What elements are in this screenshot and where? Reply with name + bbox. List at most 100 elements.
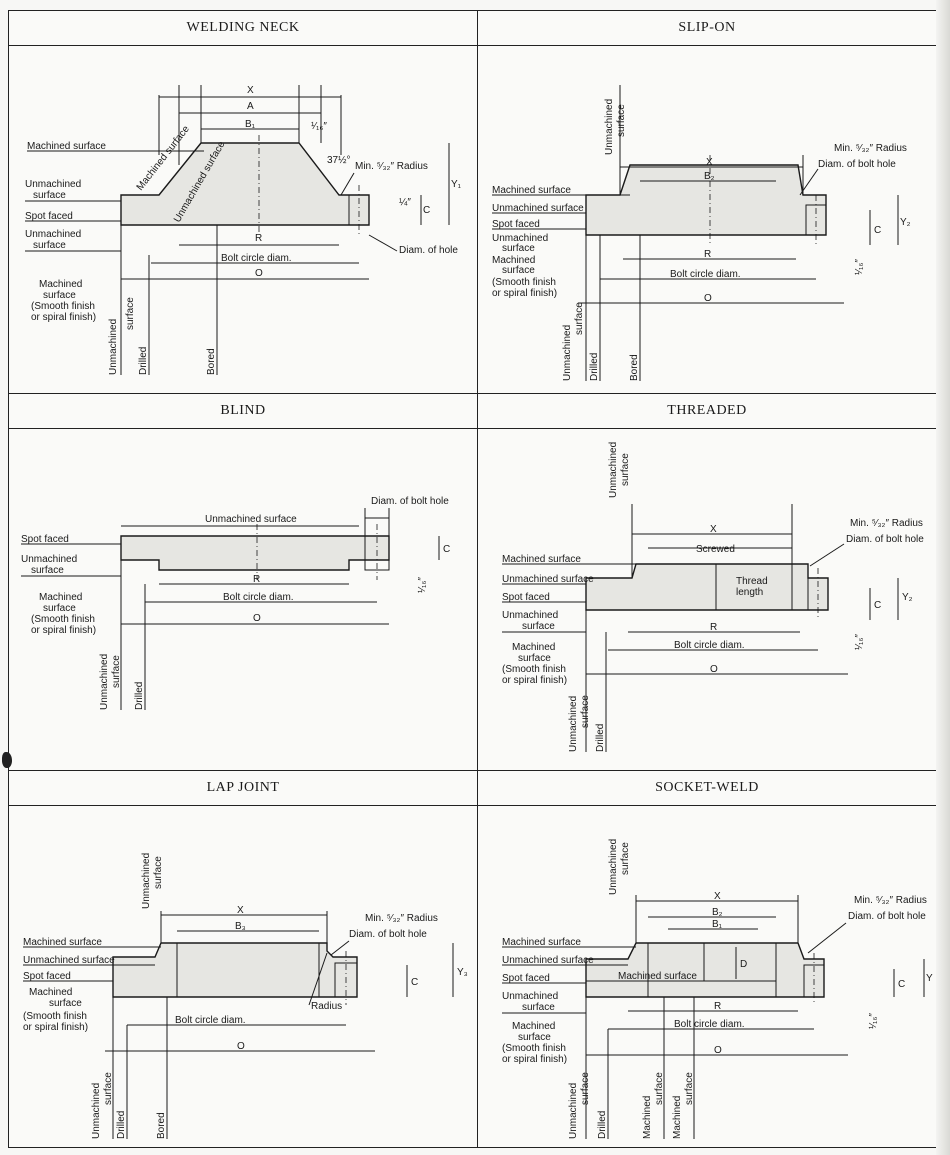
- label-spot-faced: Spot faced: [21, 534, 69, 545]
- label-min-radius: Min. ⁵⁄₃₂″ Radius: [365, 913, 438, 924]
- label-machined-surface-inner: Machined surface: [618, 971, 697, 982]
- label-surface-2: surface: [49, 998, 82, 1009]
- dim-o: O: [714, 1045, 722, 1056]
- dim-d: D: [740, 959, 747, 970]
- label-unmachined-v: Unmachined: [108, 319, 119, 375]
- label-spiral-finish: or spiral finish): [31, 625, 96, 636]
- label-diam-bolt-hole: Diam. of bolt hole: [349, 929, 427, 940]
- label-spiral-finish: or spiral finish): [31, 312, 96, 323]
- label-diam-hole: Diam. of hole: [399, 245, 458, 256]
- label-surface: surface: [31, 565, 64, 576]
- dim-bolt-circle: Bolt circle diam.: [221, 253, 292, 264]
- dim-y3: Y₃: [457, 967, 468, 978]
- dim-x: X: [237, 905, 244, 916]
- label-drilled: Drilled: [116, 1111, 127, 1139]
- label-surface: surface: [522, 1002, 555, 1013]
- label-unmachined-2: Unmachined: [25, 229, 81, 240]
- label-machined-surface: Machined surface: [502, 937, 581, 948]
- label-machined: Machined: [39, 592, 82, 603]
- label-surface-top: surface: [153, 856, 164, 889]
- label-spot-faced: Spot faced: [25, 211, 73, 222]
- label-diam-bolt-hole: Diam. of bolt hole: [371, 496, 449, 507]
- label-spot-faced: Spot faced: [23, 971, 71, 982]
- dim-y2: Y₂: [902, 592, 913, 603]
- label-spot-faced: Spot faced: [502, 973, 550, 984]
- label-unmachined-surface: Unmachined surface: [492, 203, 584, 214]
- label-unmachined: Unmachined: [502, 991, 558, 1002]
- label-surface-2: surface: [33, 240, 66, 251]
- dim-x: X: [247, 85, 254, 96]
- dim-y: Y: [926, 973, 933, 984]
- dim-r: R: [704, 249, 711, 260]
- label-min-radius: Min. ⁵⁄₃₂″ Radius: [854, 895, 927, 906]
- label-radius: Radius: [311, 1001, 342, 1012]
- flange-section: [585, 942, 825, 998]
- label-surface-2: surface: [502, 265, 535, 276]
- ink-mark: [2, 752, 12, 768]
- dim-bolt-circle: Bolt circle diam.: [674, 1019, 745, 1030]
- label-surface-v: surface: [580, 1072, 591, 1105]
- panel-slip-on: SLIP-ON X B₂ Unmachined surface Min. ⁵⁄₃…: [477, 10, 937, 394]
- page-edge-shadow: [936, 0, 950, 1155]
- label-smooth-finish: (Smooth finish: [23, 1011, 87, 1022]
- label-unmachined-v: Unmachined: [91, 1083, 102, 1139]
- label-machined-surface: Machined surface: [23, 937, 102, 948]
- dim-y1: Y₁: [451, 179, 462, 190]
- dim-x: X: [706, 157, 713, 168]
- label-unmachined: Unmachined: [25, 179, 81, 190]
- label-surface-v1: surface: [654, 1072, 665, 1105]
- label-surface-v: surface: [125, 297, 136, 330]
- flange-section: [120, 142, 370, 226]
- label-surface-v: surface: [580, 695, 591, 728]
- dim-o: O: [237, 1041, 245, 1052]
- label-machined: Machined: [29, 987, 72, 998]
- label-drilled: Drilled: [134, 682, 145, 710]
- label-angle: 37½°: [327, 155, 350, 166]
- dim-a: A: [247, 101, 254, 112]
- label-spot-faced: Spot faced: [502, 592, 550, 603]
- dim-screwed: Screwed: [696, 544, 735, 555]
- panel-title: LAP JOINT: [9, 771, 477, 806]
- slip-on-drawing: X B₂ Unmachined surface Min. ⁵⁄₃₂″ Radiu…: [492, 85, 911, 381]
- label-drilled: Drilled: [589, 353, 600, 381]
- label-length: length: [736, 587, 763, 598]
- label-spiral-finish: or spiral finish): [23, 1022, 88, 1033]
- label-bored: Bored: [156, 1112, 167, 1139]
- dim-sixteenth: ¹⁄₁₆″: [854, 634, 865, 650]
- label-min-radius: Min. ⁵⁄₃₂″ Radius: [834, 143, 907, 154]
- dim-r: R: [253, 574, 260, 585]
- label-surface: surface: [33, 190, 66, 201]
- label-unmachined-top: Unmachined: [608, 839, 619, 895]
- label-unmachined: Unmachined: [492, 233, 548, 244]
- dim-bolt-circle: Bolt circle diam.: [674, 640, 745, 651]
- label-surface-3: surface: [43, 290, 76, 301]
- label-machined: Machined: [492, 255, 535, 266]
- panel-title: SOCKET-WELD: [478, 771, 936, 806]
- label-surface-v2: surface: [684, 1072, 695, 1105]
- label-diam-bolt-hole: Diam. of bolt hole: [818, 159, 896, 170]
- dim-sixteenth: ¹⁄₁₆″: [868, 1013, 879, 1029]
- label-smooth-finish: (Smooth finish: [492, 277, 556, 288]
- dim-x: X: [714, 891, 721, 902]
- socket-weld-drawing: Unmachined surface X B₂ B₁ Min. ⁵⁄₃₂″ Ra…: [502, 839, 933, 1139]
- label-unmachined-surface: Unmachined surface: [23, 955, 115, 966]
- panel-blind: BLIND Diam. of bolt hole Unmachined surf…: [8, 393, 478, 771]
- dim-bolt-circle: Bolt circle diam.: [175, 1015, 246, 1026]
- dim-o: O: [704, 293, 712, 304]
- blind-drawing: Diam. of bolt hole Unmachined surface Sp…: [21, 496, 450, 710]
- dim-b1: B₁: [245, 119, 256, 130]
- label-surface-top: surface: [620, 842, 631, 875]
- panel-welding-neck: WELDING NECK X A B₁ ¹⁄₁₆″ Machined surfa…: [8, 10, 478, 394]
- label-unmachined-v: Unmachined: [568, 1083, 579, 1139]
- label-diam-bolt-hole: Diam. of bolt hole: [848, 911, 926, 922]
- label-thread: Thread: [736, 576, 768, 587]
- label-unmachined-surface: Unmachined surface: [502, 574, 594, 585]
- panel-title: WELDING NECK: [9, 11, 477, 46]
- label-drilled: Drilled: [595, 724, 606, 752]
- dim-sixteenth: ¹⁄₁₆″: [311, 121, 327, 132]
- label-unmachined-v: Unmachined: [562, 325, 573, 381]
- label-surface-2: surface: [518, 1032, 551, 1043]
- dim-bolt-circle: Bolt circle diam.: [670, 269, 741, 280]
- panel-lap-joint: LAP JOINT Unmachined surface X B₃ Min. ⁵…: [8, 770, 478, 1148]
